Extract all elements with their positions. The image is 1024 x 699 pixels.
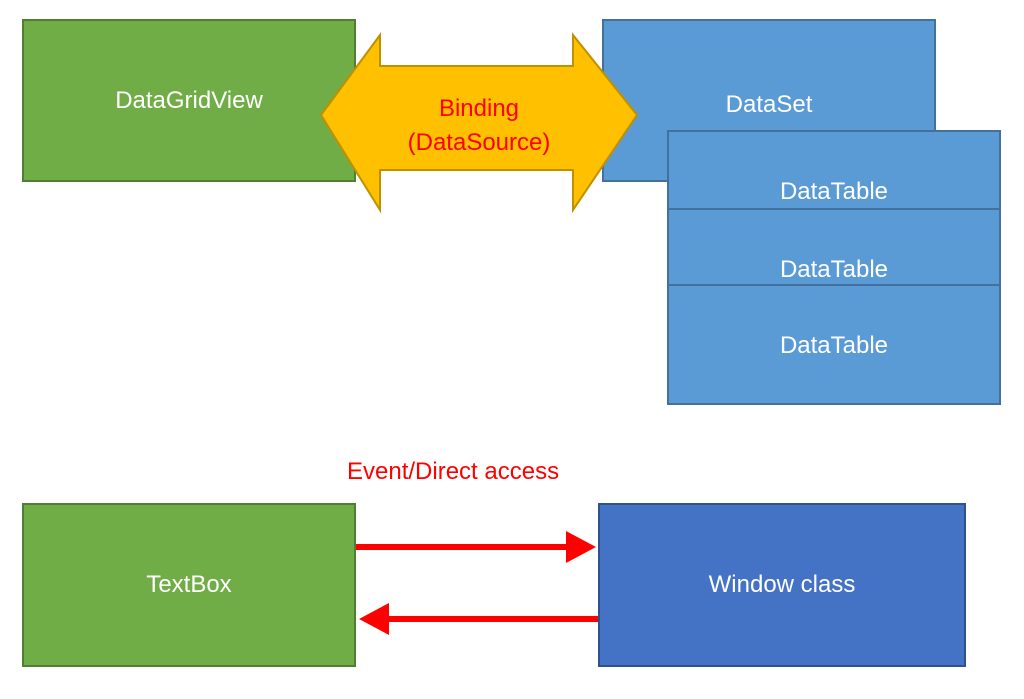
dataset-label: DataSet [725,91,813,118]
binding-label: Binding (DataSource) [329,92,629,160]
datatable-stack: DataTable DataTable DataTable [667,130,1001,405]
binding-label-line2: (DataSource) [407,129,551,156]
event-access-label: Event/Direct access [347,458,560,485]
textbox-label: TextBox [146,571,232,598]
datatable-label: DataTable [779,256,889,283]
binding-label-line1: Binding [438,95,520,122]
datatable-label: DataTable [779,332,889,359]
datatable-box: DataTable [667,130,1001,210]
datagridview-label: DataGridView [115,86,263,114]
window-class-box: Window class [598,503,966,667]
textbox-box: TextBox [22,503,356,667]
datagridview-box: DataGridView [22,19,356,182]
datatable-box: DataTable [667,284,1001,405]
datatable-label: DataTable [779,178,889,205]
binding-double-arrow [319,31,639,214]
datatable-box: DataTable [667,208,1001,286]
arrow-head-left [359,603,389,635]
arrow-head-right [566,531,596,563]
window-class-label: Window class [708,571,856,598]
